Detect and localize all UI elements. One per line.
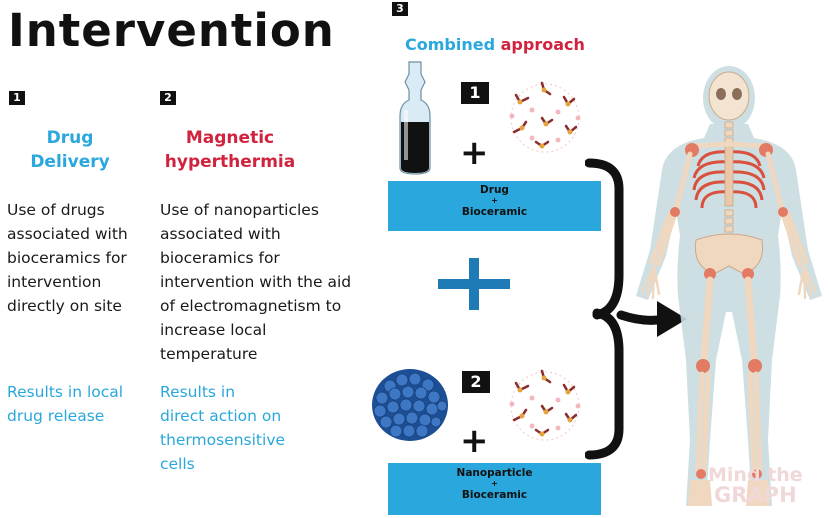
drug-delivery-result: Results in local drug release [7,383,124,425]
combined-word: Combined [405,35,496,54]
watermark-line: GRAPH [714,483,797,507]
magnetic-hyperthermia-description: Use of nanoparticles associated with bio… [160,201,352,363]
bar-line: Nanoparticle [456,467,533,479]
nanoparticle-cluster-icon [372,369,448,441]
bar-line: Bioceramic [461,489,528,501]
step-number-1: 1 [461,82,489,104]
bar-plus: + [491,196,498,205]
combined-approach-heading: Combined approach [405,35,585,54]
step-number-2: 2 [462,371,490,393]
bioceramic-crystal-icon [509,81,581,153]
heading-line: Magnetic [185,128,275,148]
page-title: Intervention [8,4,335,57]
skeleton-body-icon [636,66,822,506]
heading-line: Delivery [30,152,110,172]
step-number-1: 1 [9,91,25,105]
heading-line: hyperthermia [164,152,296,172]
step-number-3: 3 [392,2,408,16]
combine-plus-icon [438,258,510,310]
approach-word: approach [500,35,585,54]
drug-delivery-description: Use of drugs associated with bioceramics… [7,201,128,315]
step-number-2: 2 [160,91,176,105]
magnetic-hyperthermia-heading: Magnetic hyperthermia [160,126,300,174]
drug-delivery-heading: Drug Delivery [10,126,130,174]
plus-sign: + [460,421,489,461]
drug-bioceramic-bar: Drug + Bioceramic [388,181,601,231]
watermark-line: Mind the [708,464,803,486]
nanoparticle-bioceramic-bar: Nanoparticle + Bioceramic [388,463,601,515]
bioceramic-crystal-icon [509,369,581,441]
bar-line: Bioceramic [461,206,528,218]
plus-sign: + [460,133,489,173]
bracket-arrow-icon [585,158,687,460]
magnetic-hyperthermia-result: Results in direct action on thermosensit… [160,383,286,473]
heading-line: Drug [46,128,94,148]
watermark-logo: Mind the GRAPH [708,464,803,507]
bar-line: Drug [480,184,509,196]
vial-icon [399,61,431,175]
bar-plus: + [491,479,498,488]
